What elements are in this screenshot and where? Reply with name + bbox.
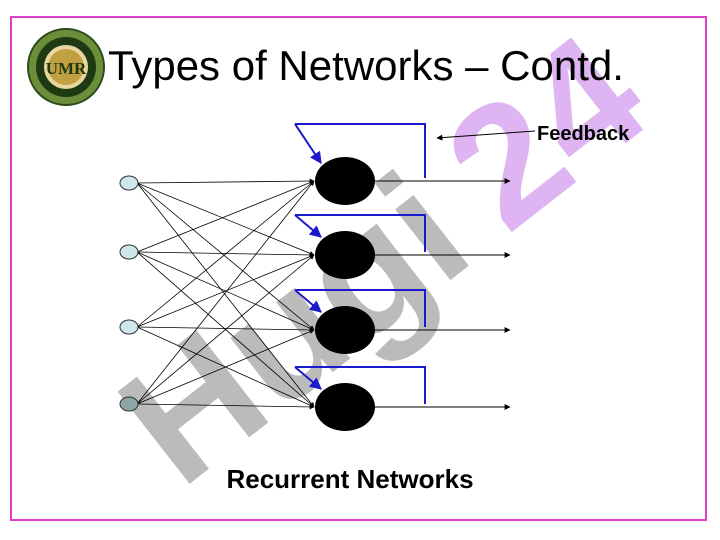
feedback-loop-arrow	[294, 366, 322, 390]
university-logo: UMR	[27, 28, 105, 106]
connections	[136, 178, 315, 410]
feedback-pointer-arrow	[436, 130, 536, 141]
feedback-loops	[294, 123, 426, 404]
output-arrows	[375, 178, 511, 410]
connection-line	[136, 180, 315, 328]
neuron-node	[315, 383, 375, 431]
connection-line	[136, 254, 315, 328]
input-node	[119, 319, 139, 335]
input-node	[119, 396, 139, 412]
connection-line	[136, 326, 315, 333]
connection-line	[136, 329, 315, 405]
slide-frame	[10, 16, 707, 521]
connection-line	[136, 182, 315, 331]
connection-line	[136, 182, 315, 408]
connection-line	[136, 254, 315, 405]
connection-line	[136, 180, 315, 405]
connection-line	[136, 178, 315, 184]
feedback-loop-arrow	[294, 214, 322, 238]
input-nodes	[119, 175, 139, 412]
neuron-node	[315, 231, 375, 279]
neuron-node	[315, 306, 375, 354]
input-node	[119, 175, 139, 191]
feedback-loop-line	[295, 366, 426, 404]
feedback-loop-arrow	[294, 123, 322, 164]
connection-line	[136, 180, 315, 253]
neuron-nodes	[315, 157, 375, 431]
neuron-node	[315, 157, 375, 205]
connection-line	[136, 182, 315, 256]
input-node	[119, 244, 139, 260]
connection-line	[136, 403, 315, 410]
slide-title: Types of Networks – Contd.	[108, 42, 624, 89]
feedback-loop-arrow	[294, 289, 322, 313]
diagram-caption: Recurrent Networks	[226, 464, 474, 494]
svg-text:UMR: UMR	[46, 59, 87, 78]
feedback-label: Feedback	[537, 123, 630, 145]
feedback-loop-line	[295, 123, 426, 178]
feedback-loop-line	[295, 214, 426, 252]
feedback-loop-line	[295, 289, 426, 327]
